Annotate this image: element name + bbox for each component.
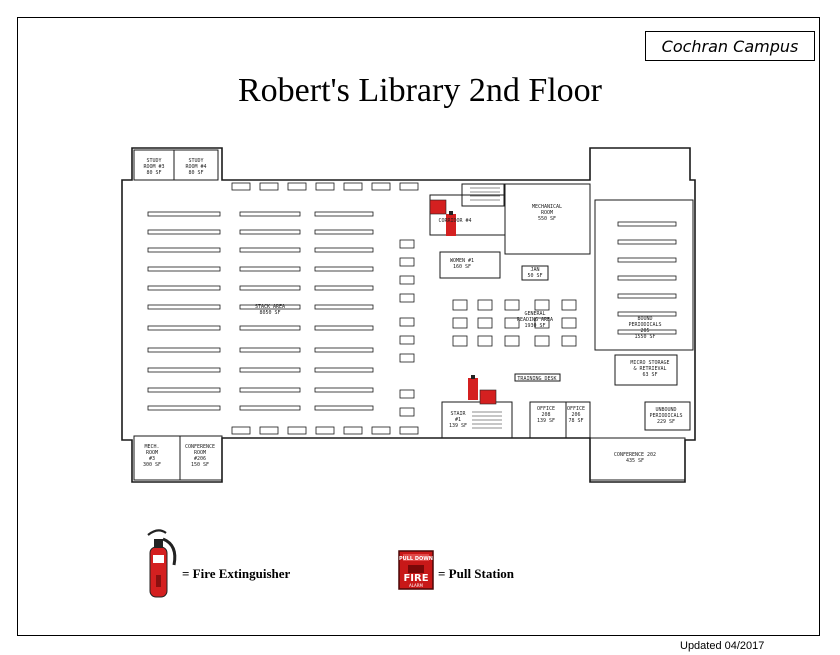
room-label-study4: 80 SF — [188, 170, 203, 176]
room-label-training: TRAINING DESK — [517, 376, 556, 382]
room-label-conf206: ROOM — [194, 450, 206, 456]
room-label-conf202: 435 SF — [626, 458, 644, 464]
fire-extinguisher-marker-2 — [468, 375, 478, 400]
unbound-periodicals-walls — [644, 401, 691, 431]
stair-1-walls — [441, 401, 513, 439]
room-label-office: OFFICE — [567, 406, 585, 412]
conference-202-walls — [589, 437, 686, 481]
room-label-study3: ROOM #3 — [143, 164, 164, 170]
room-label-stair: #1 — [455, 417, 461, 423]
room-label-microstorage: MICRO STORAGE — [630, 360, 669, 366]
study-room-4-walls — [173, 149, 219, 181]
bound-periodicals-walls — [594, 199, 694, 351]
room-label-conf202: CONFERENCE 202 — [614, 452, 656, 458]
room-label-periodicals: PERIODICALS — [628, 322, 661, 328]
room-label-corridor: CORRIDOR #4 — [438, 218, 471, 224]
room-label-jan: 50 SF — [527, 273, 542, 279]
room-label-stair: STAIR — [450, 411, 466, 417]
room-label-study4: STUDY — [188, 158, 203, 164]
legend-pull-station-label: = Pull Station — [438, 566, 515, 581]
room-label-stair: 139 SF — [449, 423, 467, 429]
map-title: Robert's Library 2nd Floor — [237, 72, 603, 109]
periodical-shelves — [617, 221, 677, 335]
room-label-conf206: 150 SF — [191, 462, 209, 468]
room-label-unbound: 229 SF — [657, 419, 675, 425]
pull-sign-bottom: ALARM — [409, 583, 424, 588]
window-units-bottom — [231, 426, 419, 435]
room-label-jan: JAN — [530, 267, 539, 273]
room-label-stack: 8050 SF — [259, 310, 280, 316]
window-units-top — [231, 182, 419, 191]
fire-extinguisher-marker-1 — [446, 211, 456, 236]
room-label-reading: READING AREA — [517, 317, 553, 323]
page-frame — [17, 17, 820, 636]
room-label-reading: GENERAL — [524, 311, 545, 317]
fire-extinguisher-icon — [147, 529, 177, 598]
jan-room-walls — [521, 265, 549, 281]
room-label-periodicals: 205 — [640, 328, 649, 334]
campus-label: Cochran Campus — [645, 31, 815, 61]
room-label-office208: 208 — [541, 412, 550, 418]
room-label-women: WOMEN #1 — [450, 258, 474, 264]
room-label-stack: STACK AREA — [255, 304, 285, 310]
room-label-unbound: PERIODICALS — [649, 413, 682, 419]
stair-treads — [470, 187, 502, 429]
room-label-office208: 139 SF — [537, 418, 555, 424]
room-label-office208: OFFICE — [537, 406, 555, 412]
room-label-study3: 80 SF — [146, 170, 161, 176]
mechanical-room-walls — [504, 183, 591, 255]
room-label-mech3: #3 — [149, 456, 155, 462]
pull-sign-main: FIRE — [403, 573, 428, 584]
room-label-microstorage: & RETRIEVAL — [633, 366, 666, 372]
training-desk — [514, 373, 561, 382]
pull-station-icon: PULL DOWN FIRE ALARM — [398, 550, 434, 590]
room-label-conf206: CONFERENCE — [185, 444, 215, 450]
conference-206-walls — [179, 435, 223, 481]
room-label-women: 160 SF — [453, 264, 471, 270]
room-label-unbound: UNBOUND — [655, 407, 676, 413]
room-label-conf206: #206 — [194, 456, 206, 462]
women-restroom-walls — [439, 251, 501, 279]
room-label-study4: ROOM #4 — [185, 164, 206, 170]
pull-station-marker-2 — [479, 389, 497, 405]
room-label-study3: STUDY — [146, 158, 161, 164]
pull-station-marker-1 — [429, 199, 447, 215]
room-label-mechanical: ROOM — [541, 210, 553, 216]
room-label-mech3: MECH. — [144, 444, 159, 450]
room-label-office: 78 SF — [568, 418, 583, 424]
room-label-periodicals: BOUND — [637, 316, 652, 322]
room-label-periodicals: 1550 SF — [634, 334, 655, 340]
room-label-mech3: 300 SF — [143, 462, 161, 468]
room-label-mechanical: 550 SF — [538, 216, 556, 222]
room-label-mech3: ROOM — [146, 450, 158, 456]
stack-shelves — [147, 211, 374, 411]
micro-storage-walls — [614, 354, 678, 386]
mech-room-3-walls — [133, 435, 181, 481]
office-walls — [565, 401, 591, 439]
reading-tables — [452, 299, 577, 347]
updated-date: Updated 04/2017 — [680, 640, 765, 652]
legend-fire-extinguisher-label: = Fire Extinguisher — [182, 566, 291, 581]
room-label-reading: 1930 SF — [524, 323, 545, 329]
outer-wall — [121, 147, 696, 483]
study-carrels — [399, 239, 415, 417]
room-label-mechanical: MECHANICAL — [532, 204, 562, 210]
pull-sign-top: PULL DOWN — [399, 556, 433, 562]
stair-north-walls — [461, 183, 505, 207]
room-label-microstorage: 63 SF — [642, 372, 657, 378]
room-label-office: 206 — [571, 412, 580, 418]
